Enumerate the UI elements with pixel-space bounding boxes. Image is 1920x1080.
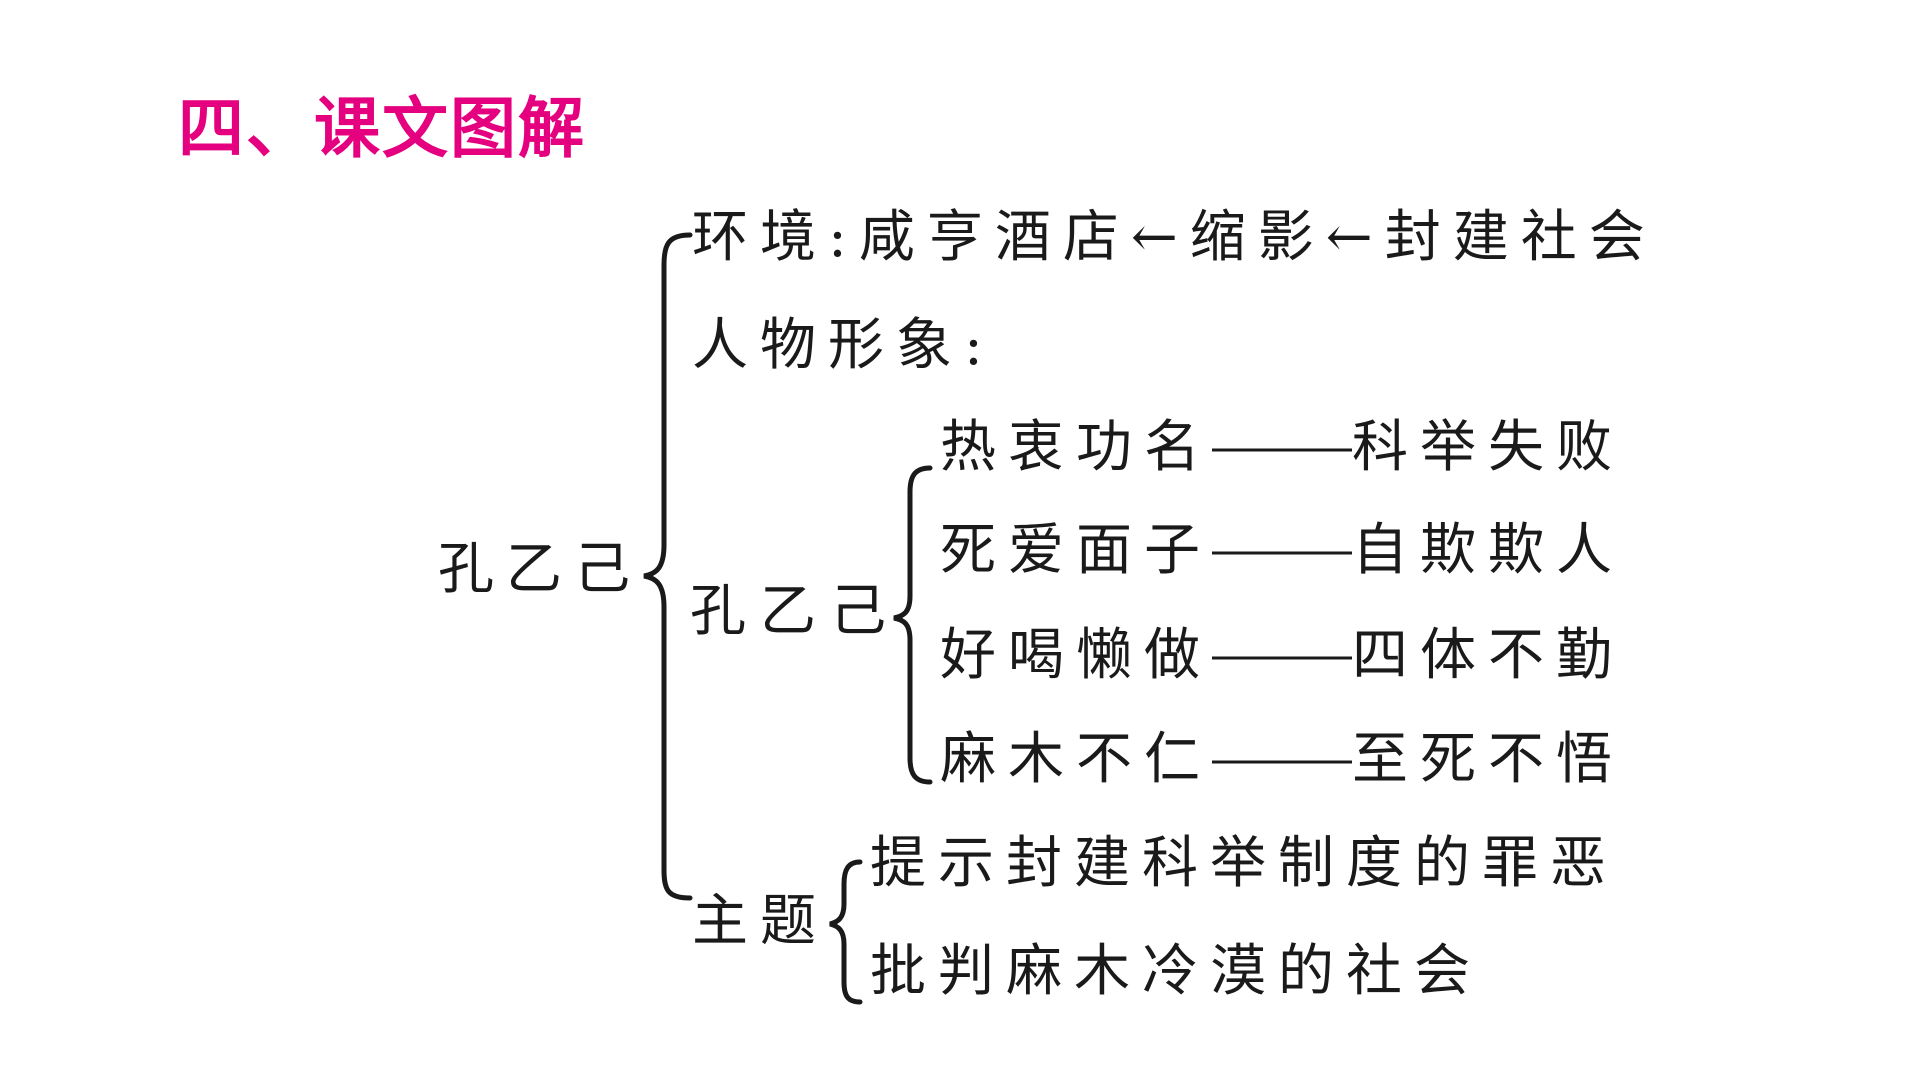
main-brace — [643, 232, 693, 901]
root-node: 孔乙己 — [438, 537, 642, 602]
theme-item-2: 批判麻木冷漠的社会 — [870, 939, 1482, 1004]
character-subject: 孔乙己 — [690, 579, 900, 644]
trait-3: 好喝懒做 — [940, 623, 1212, 688]
trait-result-4: 至死不悟 — [1352, 727, 1624, 792]
trait-2: 死爱面子 — [940, 518, 1212, 583]
theme-brace — [829, 859, 863, 1005]
trait-1: 热衷功名 — [940, 415, 1212, 480]
trait-result-2: 自欺欺人 — [1352, 518, 1624, 583]
environment-branch: 环境:咸亨酒店←缩影←封建社会 — [692, 210, 1657, 266]
theme-label: 主题 — [692, 889, 828, 954]
page-title: 四、课文图解 — [178, 90, 586, 167]
trait-result-1: 科举失败 — [1352, 415, 1624, 480]
theme-item-1: 提示封建科举制度的罪恶 — [870, 831, 1618, 896]
trait-result-3: 四体不勤 — [1352, 623, 1624, 688]
trait-4: 麻木不仁 — [940, 727, 1212, 792]
character-label: 人物形象: — [692, 313, 995, 378]
environment-text: :咸亨酒店←缩影←封建社会 — [828, 205, 1657, 270]
environment-label: 环境 — [692, 205, 828, 270]
